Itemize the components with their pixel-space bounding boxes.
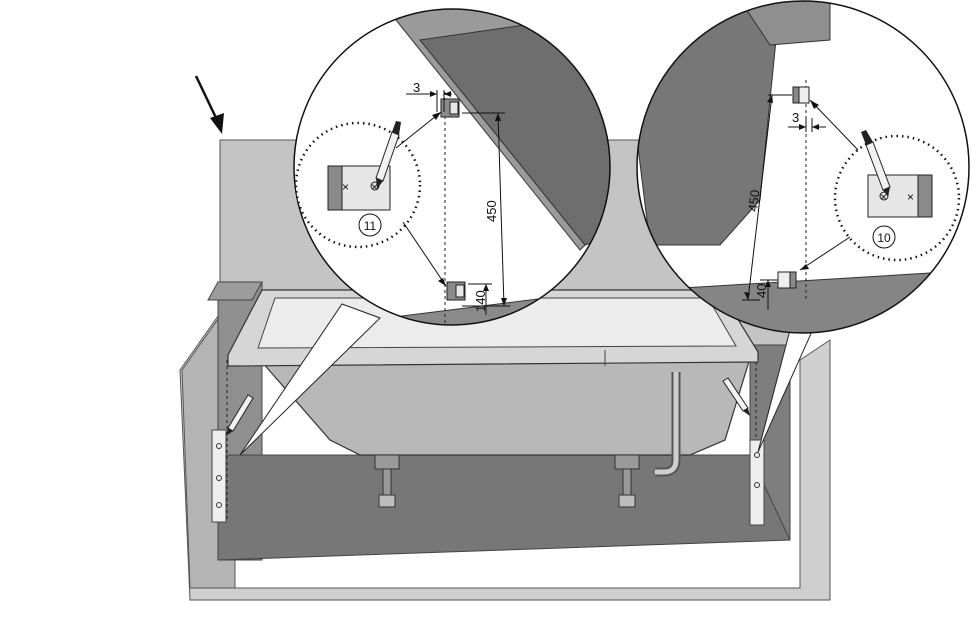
bathtub-foot-left (374, 454, 400, 508)
left-spacing-label: 450 (484, 200, 499, 222)
svg-text:×: × (880, 190, 887, 204)
right-edge-gap-label: 3 (792, 110, 799, 125)
left-part-number-badge (358, 213, 382, 237)
left-bottom-height-label: 140 (473, 290, 488, 312)
pencil-icon (226, 394, 254, 436)
pencil-icon (375, 121, 401, 189)
bathtub-foot-right (614, 454, 640, 508)
arrow-icon (194, 75, 224, 134)
floor (217, 454, 791, 561)
right-detail-circle: 450 3 40 × × 10 (636, 0, 970, 334)
bathtub (227, 289, 759, 508)
svg-text:×: × (342, 180, 349, 194)
right-part-number: 10 (877, 231, 891, 245)
right-spacing-label: 450 (745, 189, 763, 212)
svg-text:×: × (371, 180, 378, 194)
bracket-large (327, 165, 343, 211)
pencil-icon (861, 130, 891, 197)
pencil-icon (722, 377, 750, 416)
right-bottom-height-label: 40 (754, 284, 769, 298)
left-part-number: 11 (364, 219, 377, 233)
callout-wedge-left (239, 303, 381, 456)
right-part-number-badge (872, 225, 896, 249)
left-edge-gap-label: 3 (413, 80, 420, 95)
svg-text:×: × (907, 190, 914, 204)
left-wall-top (207, 281, 263, 301)
